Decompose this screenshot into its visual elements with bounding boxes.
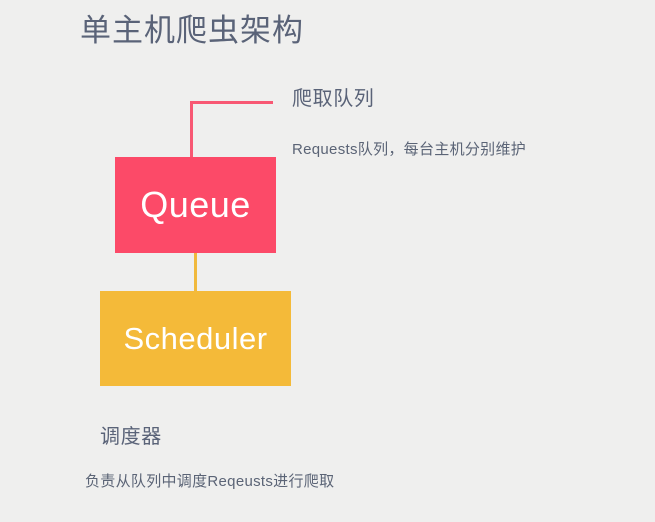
connector-queue-to-scheduler (194, 251, 197, 293)
connector-queue-callout-vertical (190, 101, 193, 159)
page-title: 单主机爬虫架构 (80, 13, 304, 48)
annotation-queue-heading: 爬取队列 (292, 88, 375, 110)
node-scheduler-label: Scheduler (123, 321, 268, 356)
node-queue-label: Queue (140, 184, 251, 225)
annotation-scheduler-description: 负责从队列中调度Reqeusts进行爬取 (85, 473, 335, 490)
node-queue[interactable]: Queue (115, 157, 276, 253)
node-scheduler[interactable]: Scheduler (100, 291, 291, 386)
annotation-queue-description: Requests队列，每台主机分别维护 (292, 141, 527, 158)
annotation-scheduler-heading: 调度器 (100, 426, 162, 448)
connector-queue-callout-horizontal (190, 101, 273, 104)
